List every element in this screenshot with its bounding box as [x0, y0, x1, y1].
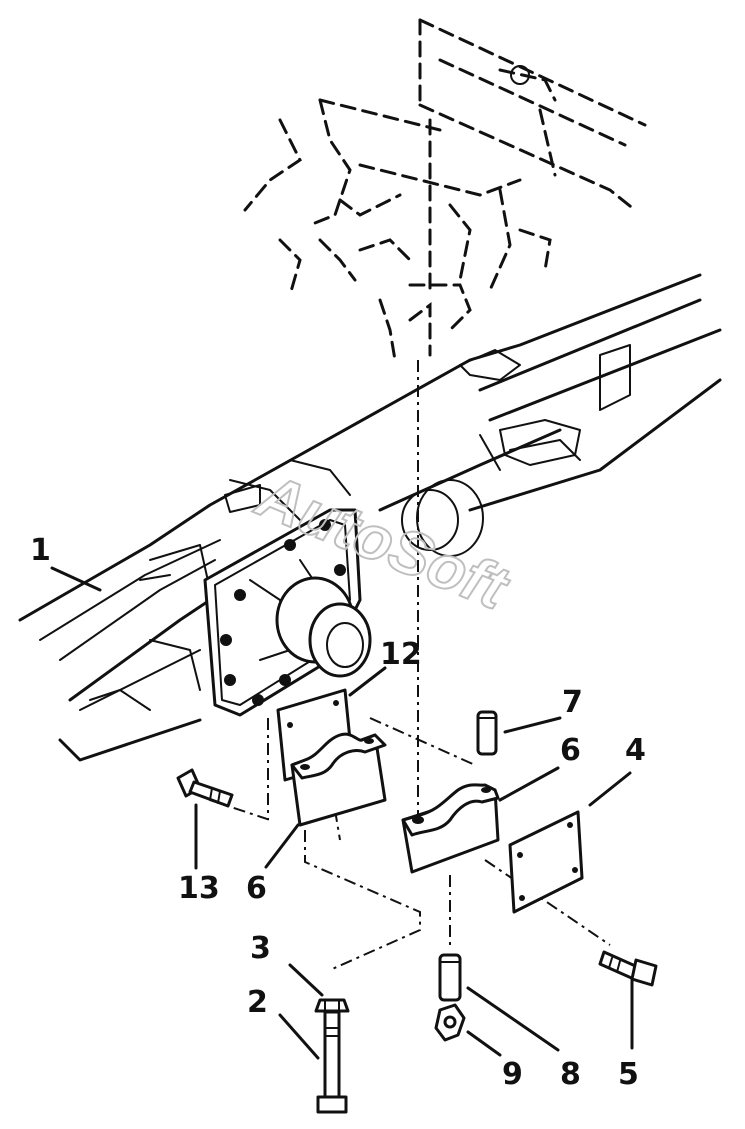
frame-bracket — [243, 18, 647, 362]
bolt-5 — [598, 950, 658, 987]
callout-5: 5 — [618, 1057, 639, 1092]
callout-labels: 1 2 3 4 5 6 6 7 8 9 12 13 — [30, 533, 646, 1092]
callout-6-right: 6 — [560, 733, 581, 768]
clamp-block-left — [290, 732, 387, 827]
callout-1: 1 — [30, 533, 51, 568]
callout-2: 2 — [247, 985, 268, 1020]
pin-8 — [438, 953, 462, 1002]
bolt-13 — [176, 768, 234, 808]
callout-12: 12 — [380, 637, 422, 672]
callout-7: 7 — [562, 685, 583, 720]
callout-6-left: 6 — [246, 871, 267, 906]
axle-housing — [18, 273, 722, 762]
callout-8: 8 — [560, 1057, 581, 1092]
differential-flange — [203, 508, 372, 717]
callout-3: 3 — [250, 931, 271, 966]
pin-7 — [476, 710, 498, 756]
plate-4 — [508, 810, 584, 914]
callout-13: 13 — [178, 871, 220, 906]
clamp-block-right — [401, 783, 500, 874]
callout-4: 4 — [625, 733, 646, 768]
grease-fitting-9 — [434, 1003, 466, 1042]
center-lines — [209, 360, 611, 971]
leader-lines — [50, 566, 634, 1060]
callout-9: 9 — [502, 1057, 523, 1092]
nut-3 — [314, 998, 350, 1013]
bolt-2 — [316, 1010, 348, 1114]
